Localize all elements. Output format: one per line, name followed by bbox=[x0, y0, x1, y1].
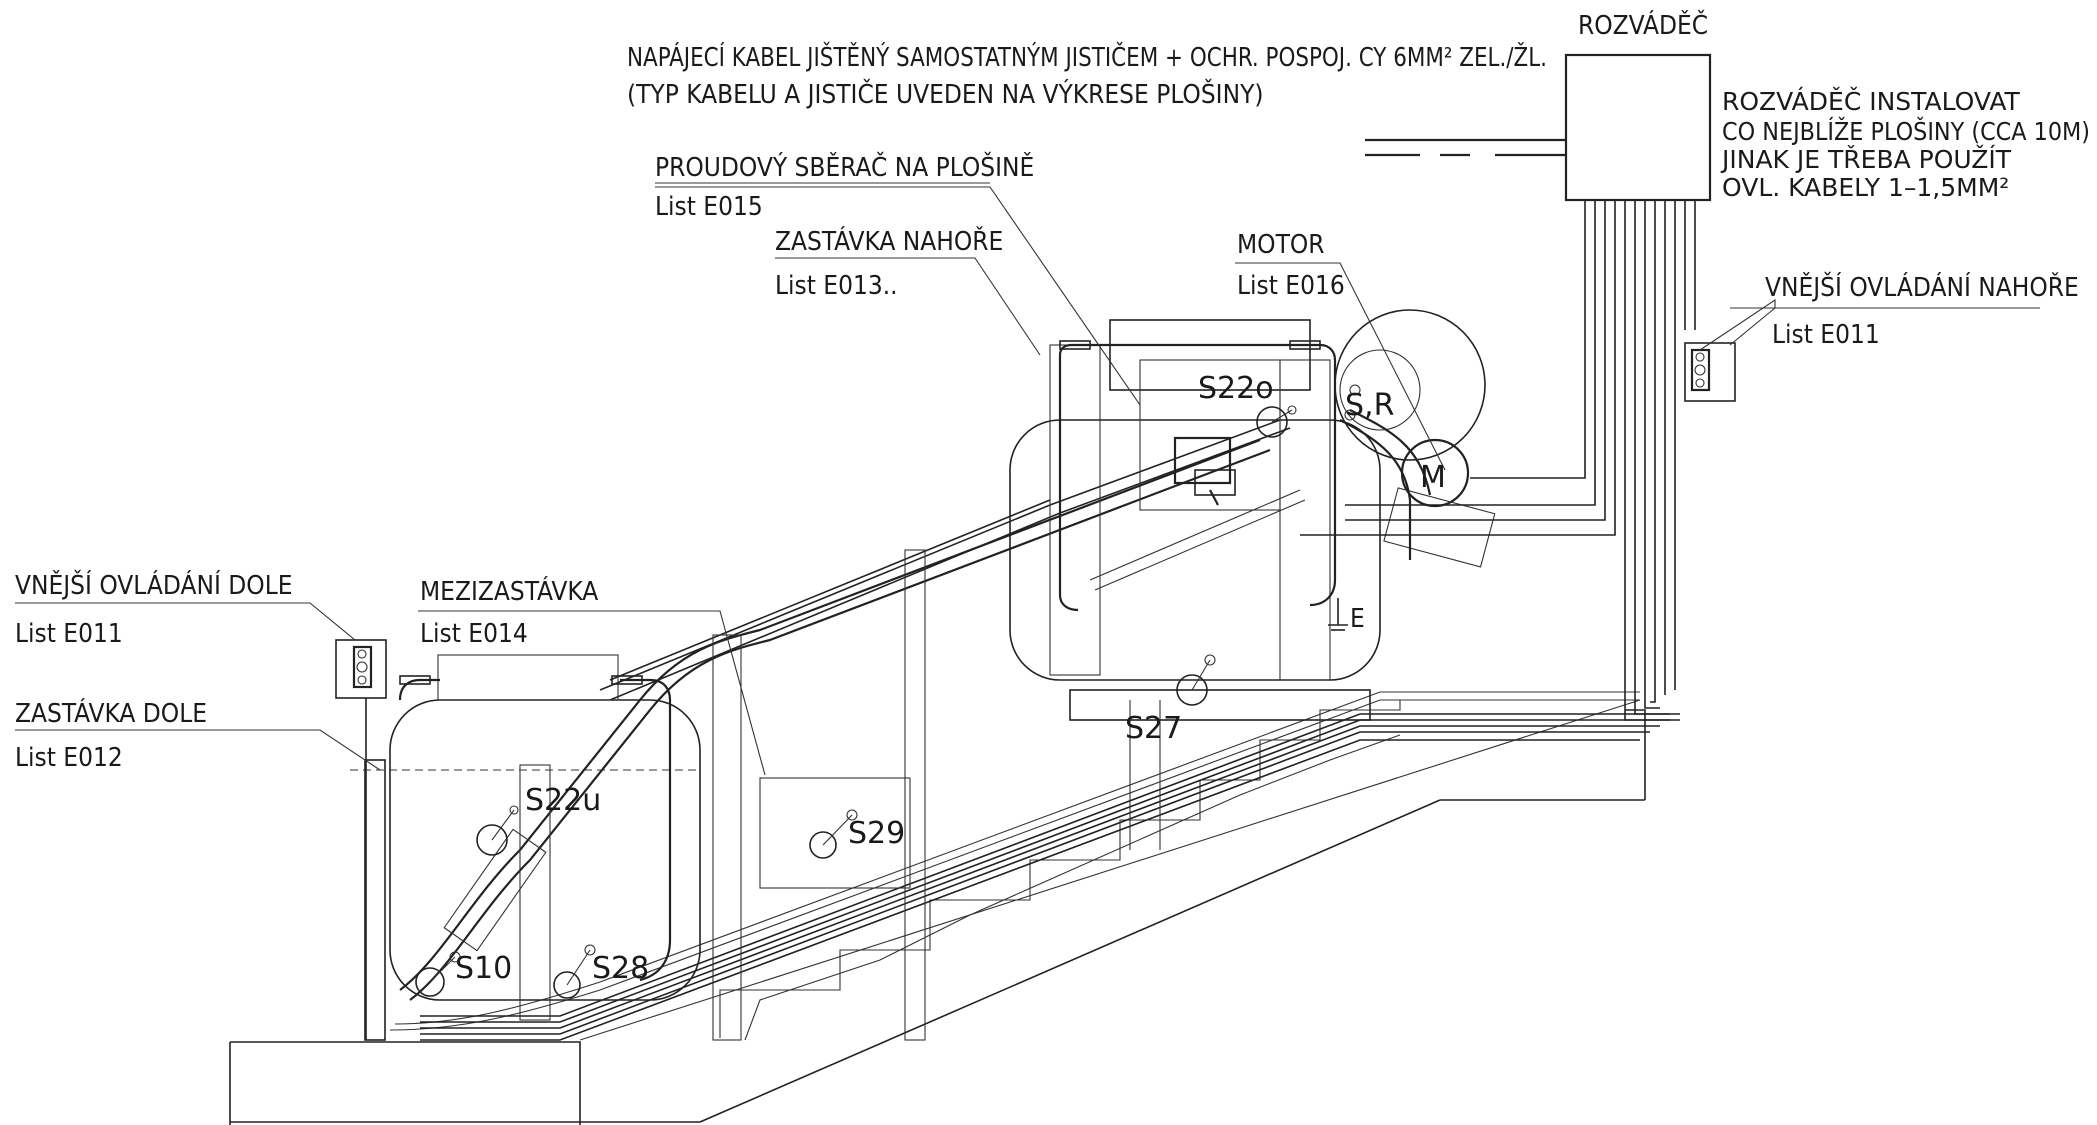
vnejsi-ovladani-dole-sheet: List E011 bbox=[15, 619, 123, 649]
switch-s22u-label: S22u bbox=[525, 783, 601, 818]
proudovy-sberac-sheet: List E015 bbox=[655, 192, 763, 222]
distribution-board bbox=[1564, 53, 1712, 202]
rozvadec-note-line3: JINAK JE TŘEBA POUŽÍT bbox=[1720, 145, 2012, 174]
lower-platform bbox=[350, 654, 858, 1041]
supply-cable-label-line1: NAPÁJECÍ KABEL JIŠTĚNÝ SAMOSTATNÝM JISTI… bbox=[627, 41, 1547, 73]
switch-s28-label: S28 bbox=[592, 951, 649, 986]
external-control-bottom-box bbox=[335, 639, 387, 1040]
proudovy-sberac-title: PROUDOVÝ SBĚRAČ NA PLOŠINĚ bbox=[655, 151, 1034, 183]
external-control-top-box bbox=[1684, 342, 1736, 402]
switch-s27-label: S27 bbox=[1125, 711, 1182, 746]
motor-title: MOTOR bbox=[1237, 230, 1325, 260]
zastavka-dole-sheet: List E012 bbox=[15, 743, 123, 773]
intermediate-stop bbox=[712, 549, 926, 1041]
zastavka-nahore-sheet: List E013.. bbox=[775, 271, 898, 301]
rozvadec-note-line1: ROZVÁDĚČ INSTALOVAT bbox=[1722, 86, 2021, 116]
rozvadec-note-line2: CO NEJBLÍŽE PLOŠINY (CCA 10M) bbox=[1722, 116, 2090, 146]
earth-label: E bbox=[1350, 604, 1365, 634]
switch-s10-label: S10 bbox=[455, 951, 512, 986]
leader-lines bbox=[15, 182, 2040, 776]
motor-unit bbox=[1334, 309, 1496, 568]
vnejsi-ovladani-nahore-sheet: List E011 bbox=[1772, 320, 1880, 350]
zastavka-dole-title: ZASTÁVKA DOLE bbox=[15, 697, 207, 729]
switch-s22o-label: S22o bbox=[1198, 371, 1274, 406]
supply-cable-label-line2: (TYP KABELU A JISTIČE UVEDEN NA VÝKRESE … bbox=[627, 78, 1263, 110]
motor-sheet: List E016 bbox=[1237, 271, 1345, 301]
switch-s29-label: S29 bbox=[848, 816, 905, 851]
motor-m-label: M bbox=[1420, 460, 1446, 495]
switch-sr-label: S,R bbox=[1345, 388, 1394, 423]
zastavka-nahore-title: ZASTÁVKA NAHOŘE bbox=[775, 225, 1003, 257]
rozvadec-title: ROZVÁDĚČ bbox=[1578, 9, 1708, 41]
staircase bbox=[229, 699, 1646, 1125]
vnejsi-ovladani-dole-title: VNĚJŠÍ OVLÁDÁNÍ DOLE bbox=[15, 569, 293, 601]
mezizastavka-title: MEZIZASTÁVKA bbox=[420, 575, 598, 607]
supply-cable bbox=[1365, 138, 1566, 157]
control-cables bbox=[1300, 200, 1696, 721]
mezizastavka-sheet: List E014 bbox=[420, 619, 528, 649]
upper-platform bbox=[1009, 319, 1381, 850]
rails bbox=[389, 419, 1680, 1041]
vnejsi-ovladani-nahore-title: VNĚJŠÍ OVLÁDÁNÍ NAHOŘE bbox=[1765, 271, 2079, 303]
rozvadec-note-line4: OVL. KABELY 1–1,5MM² bbox=[1722, 173, 2009, 202]
